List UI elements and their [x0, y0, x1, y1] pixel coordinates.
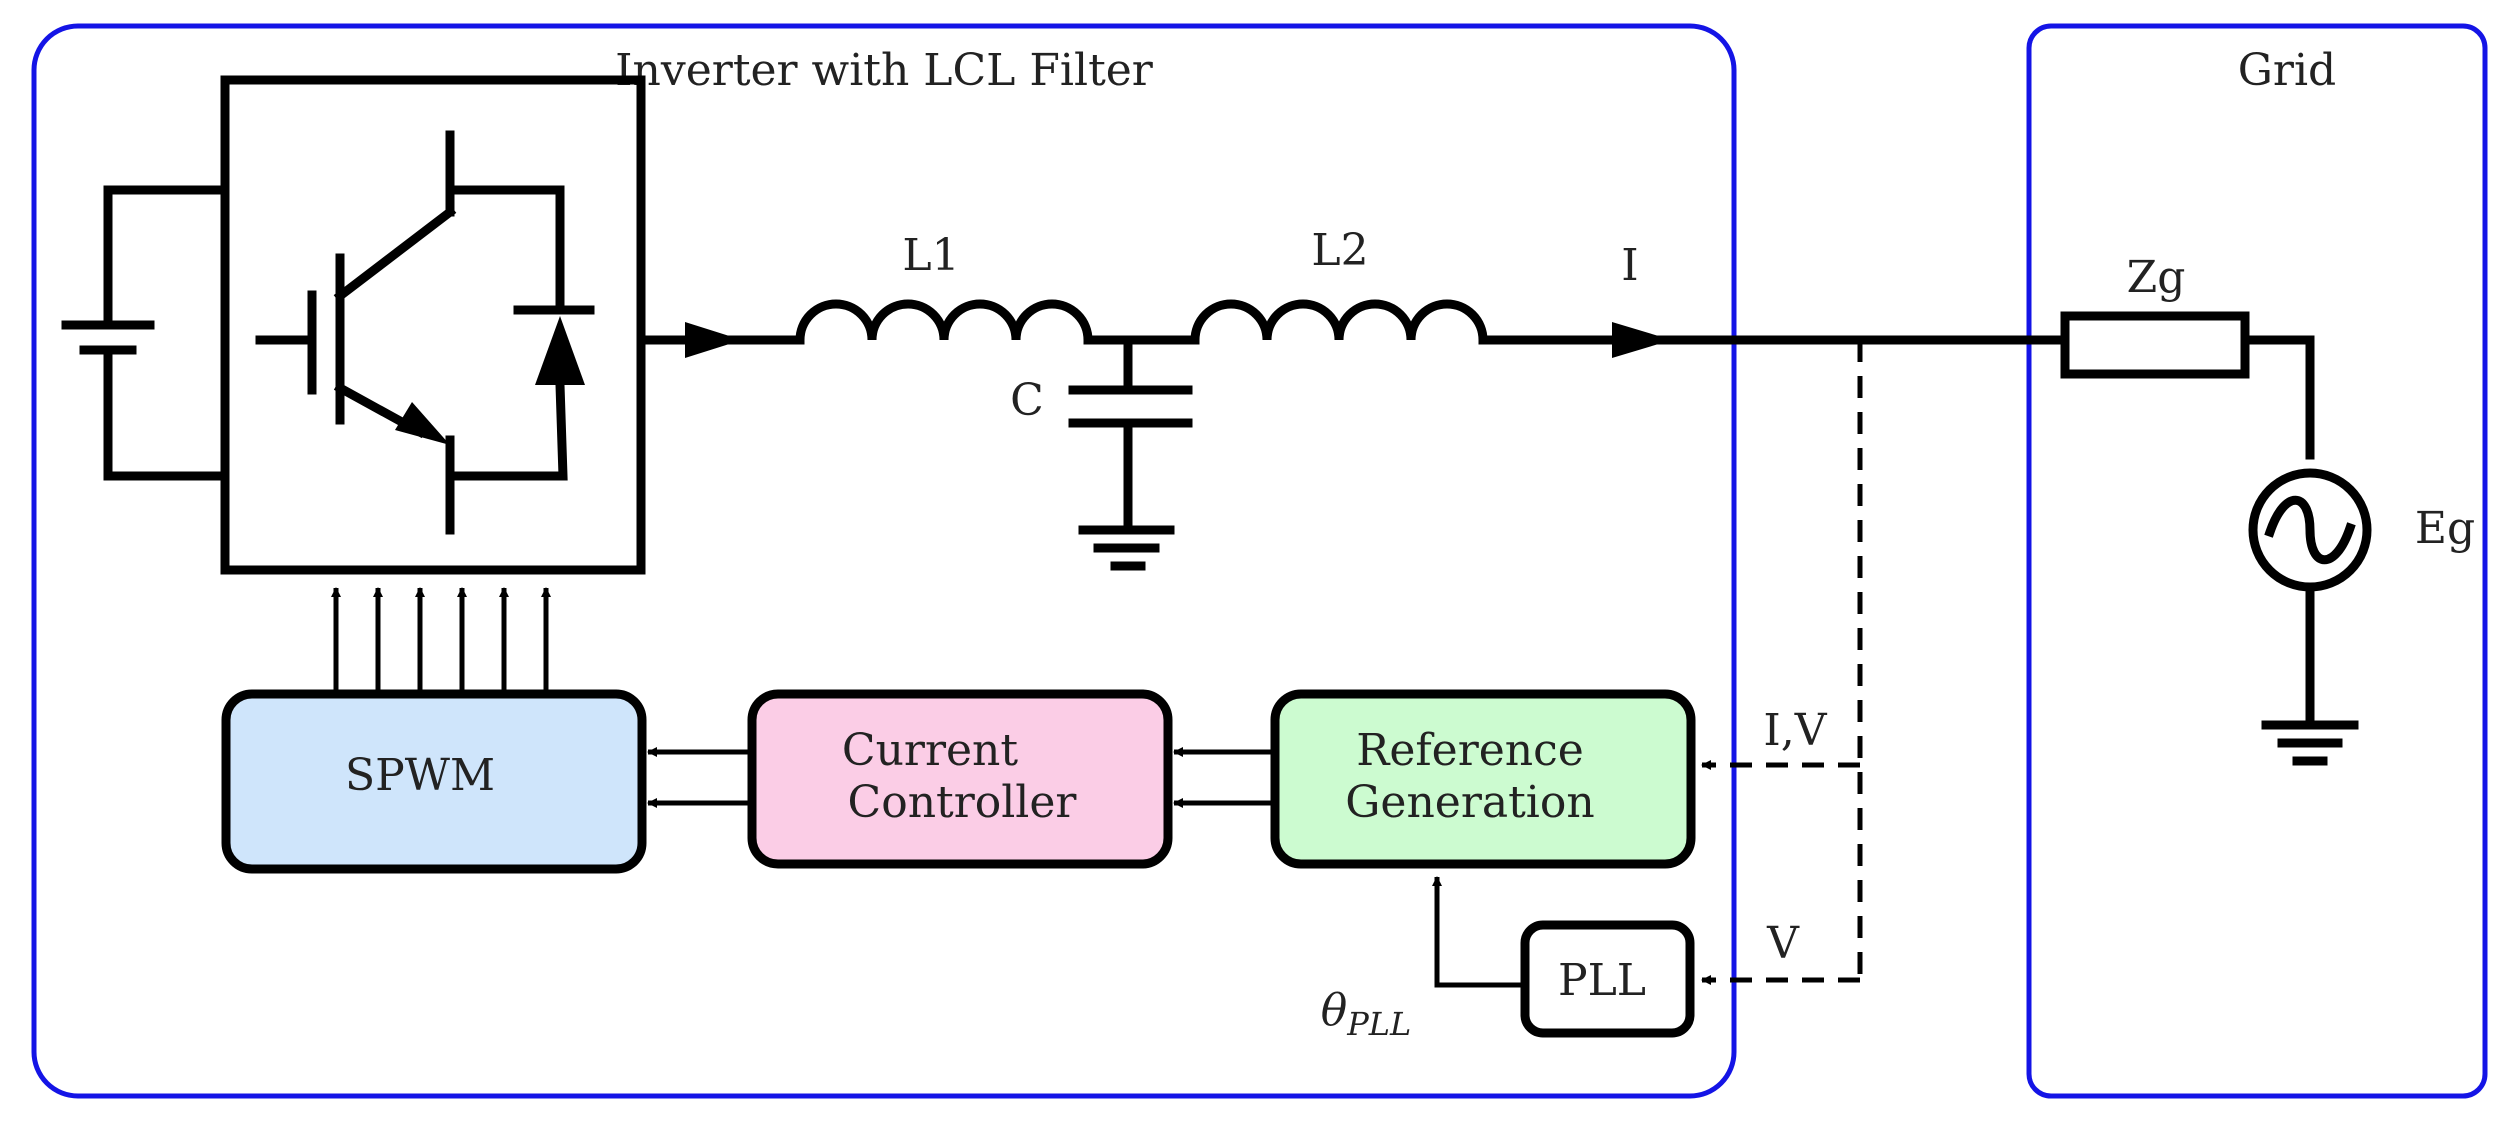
inverter-panel-title: Inverter with LCL Filter: [615, 45, 1154, 96]
label-current: I: [1621, 240, 1638, 291]
label-theta-pll: θPLL: [1321, 985, 1412, 1043]
reference-generation-label-2: Generation: [1345, 777, 1594, 828]
gate-signals: [331, 587, 551, 690]
reference-generation-label-1: Reference: [1356, 725, 1584, 776]
ac-source-eg: [2248, 468, 2372, 766]
dc-battery: [61, 185, 230, 481]
label-l2: L2: [1311, 225, 1368, 276]
inductor-l1: [795, 299, 1093, 345]
current-arrow: [1612, 322, 1672, 358]
label-l1: L1: [902, 230, 959, 281]
theta-pll-path: [1432, 876, 1525, 988]
output-arrow: [685, 322, 742, 358]
spwm-label: SPWM: [345, 750, 495, 801]
pll-label: PLL: [1558, 955, 1646, 1006]
label-iv: I,V: [1763, 705, 1827, 756]
current-controller-label-2: Controller: [848, 777, 1078, 828]
label-eg: Eg: [2415, 503, 2475, 554]
grid-panel: [2026, 23, 2488, 1099]
grid-panel-title: Grid: [2238, 45, 2336, 96]
inductor-l2: [1190, 299, 1488, 345]
spwm-block: [221, 689, 647, 874]
inverter-bridge: [220, 75, 646, 575]
reference-generation-block: [1270, 689, 1696, 869]
label-v: V: [1766, 918, 1800, 969]
current-controller-label-1: Current: [842, 725, 1018, 776]
pll-block: [1520, 920, 1695, 1038]
label-c: C: [1010, 375, 1044, 426]
inverter-panel: [31, 23, 1737, 1099]
label-zg: Zg: [2127, 252, 2186, 303]
capacitor-c: [1068, 335, 1193, 571]
control-signal-arrows: [647, 747, 1275, 808]
grid-impedance-zg: [2060, 311, 2250, 379]
current-controller-block: [747, 689, 1173, 869]
measurement-lines: [1701, 340, 1863, 985]
